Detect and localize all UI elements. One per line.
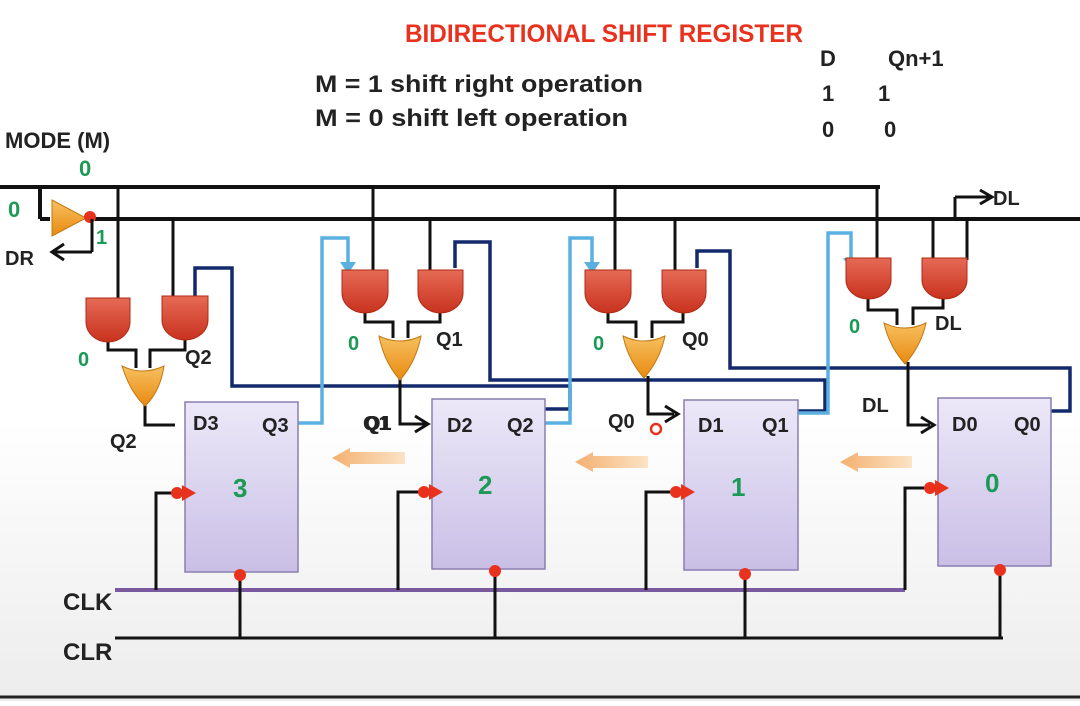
mode-input-value: 0 [8,197,20,222]
stage0-and-right-label: DL [935,313,962,335]
d2-input-label: Q1 [365,413,392,435]
stage2-and-right-label: Q1 [436,329,463,351]
ff2-d-label: D2 [447,415,473,437]
and-gate-3a [85,297,131,343]
clr-branches [238,570,1002,638]
ff3-number: 3 [233,473,247,503]
ff0-number: 0 [985,468,999,498]
stage1-or-output-label: Q0 [608,411,635,433]
or-gate-1 [622,335,666,379]
and-gates [85,257,968,343]
ff1-number: 1 [731,472,745,502]
shift-left-arrow-2 [575,452,648,472]
and-gate-3b [161,295,209,341]
clock-inputs [171,480,949,501]
or-gate-3 [121,365,165,407]
clk-label: CLK [63,589,113,616]
dr-label: DR [5,248,34,270]
flipflop-0: D0 Q0 0 [937,397,1052,567]
stage2-and-left-value: 0 [348,333,359,355]
and-gate-2a [341,269,389,314]
stage0-and-left-value: 0 [849,316,860,338]
stage1-and-right-label: Q0 [682,329,709,351]
clr-dots [234,564,1006,581]
and-to-or-wires [106,298,945,368]
ff1-d-label: D1 [698,415,724,437]
ff0-q-label: Q0 [1014,414,1041,436]
gate-input-wires [116,187,969,298]
ff2-number: 2 [478,470,492,500]
ff1-q-label: Q1 [762,415,789,437]
or-gate-0 [883,322,927,365]
flipflop-1: D1 Q1 1 [683,399,799,571]
dl-input-wire [953,188,995,219]
and-gate-0b [921,257,968,300]
truth-table: D Qn+1 1 1 0 0 [820,46,944,142]
stage0-or-output-label: DL [862,395,889,417]
light-feedback-wires [298,231,853,425]
truth-row1-d: 1 [822,81,834,106]
stage3-and-left-value: 0 [78,349,89,371]
mode-label: MODE (M) [5,128,110,153]
inverter-gate [51,199,96,237]
ff2-q-label: Q2 [507,415,534,437]
flipflop-2: D2 Q2 2 [431,398,546,570]
ff3-q-label: Q3 [262,415,289,437]
mode-bus [0,185,1080,221]
and-gate-1a [584,269,632,314]
and-gate-0a [845,257,892,300]
stage2-or-output-label: Q1 [363,413,390,435]
and-gate-1b [661,269,707,314]
clr-label: CLR [63,639,112,666]
mode-desc-right: M = 1 shift right operation [315,71,643,98]
truth-header-qn1: Qn+1 [888,46,944,71]
shift-direction-arrows [332,448,912,472]
shift-left-arrow-1 [332,448,405,468]
truth-row2-q: 0 [884,117,896,142]
or-gates [121,322,927,407]
inverter-output-value: 1 [96,227,107,249]
d-input-arrows [414,404,937,435]
mode-value: 0 [79,156,91,181]
truth-row2-d: 0 [822,117,834,142]
page-title: BIDIRECTIONAL SHIFT REGISTER [405,20,803,48]
stage1-and-left-value: 0 [593,333,604,355]
stage3-or-output-label: Q2 [110,431,137,453]
stage3-and-right-label: Q2 [185,347,212,369]
dl-input-label: DL [993,188,1020,210]
or-to-d-wires [143,362,930,427]
or-gate-2 [378,335,422,381]
shift-left-arrow-3 [840,452,912,472]
truth-header-d: D [820,46,836,71]
ff3-d-label: D3 [193,413,219,435]
dr-wire [49,219,94,262]
truth-row1-q: 1 [878,81,890,106]
and-gate-2b [417,269,464,314]
ff0-d-label: D0 [952,414,978,436]
mode-desc-left: M = 0 shift left operation [315,105,628,132]
node-marker [649,422,663,436]
flipflop-3: D3 Q3 3 [184,401,299,573]
